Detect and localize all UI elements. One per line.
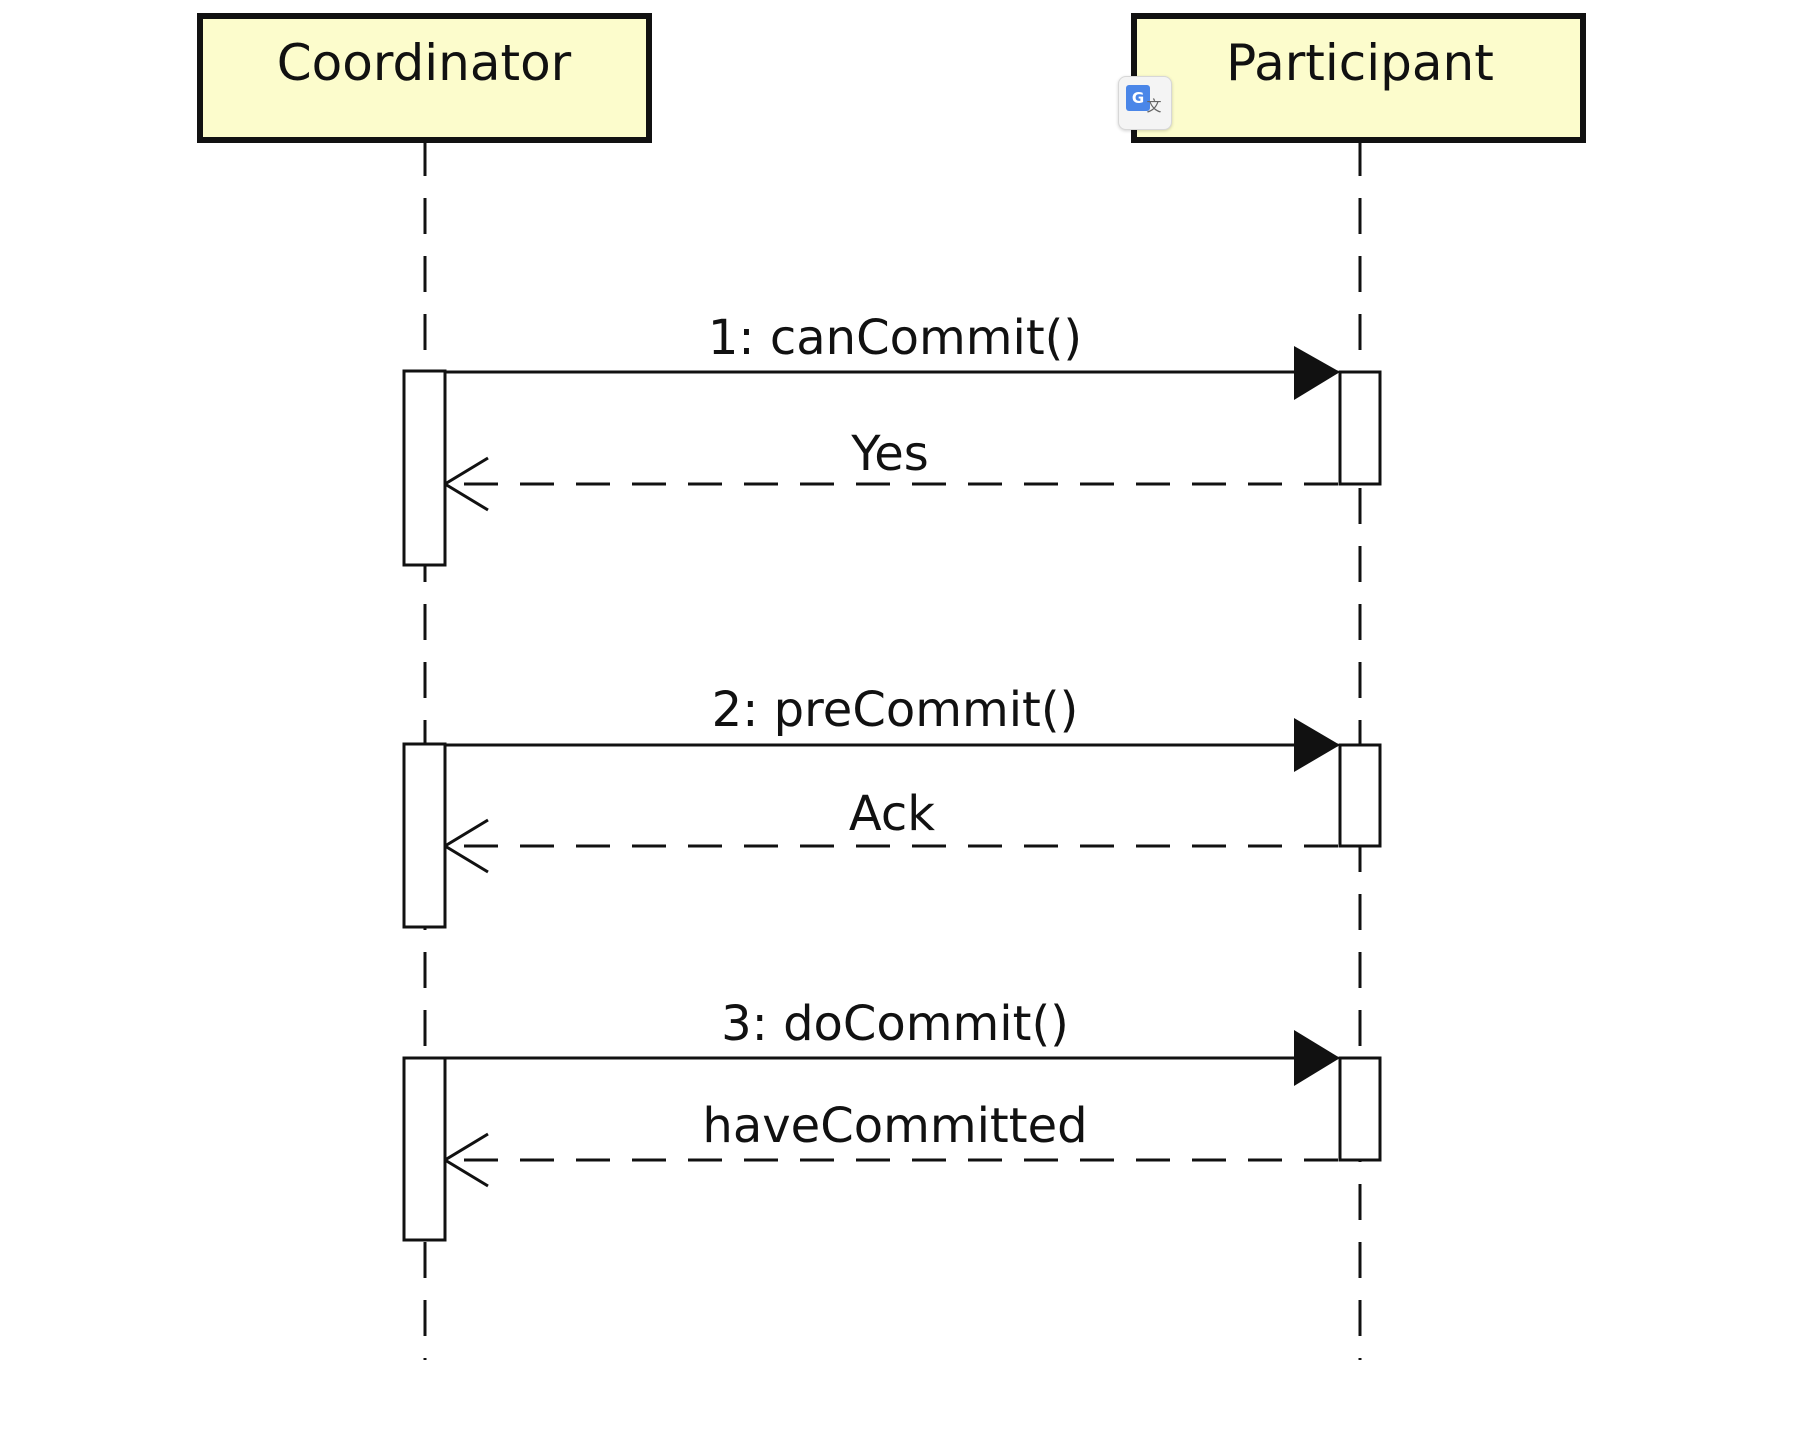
reply-1-label: Yes [850, 426, 928, 482]
message-3-label: 3: doCommit() [721, 996, 1069, 1052]
coordinator-activation-3 [402, 1056, 447, 1242]
message-1-arrowhead [1294, 346, 1340, 400]
reply-2-label: Ack [849, 786, 935, 842]
translate-zh-glyph: 文 [1146, 97, 1162, 115]
message-2-arrowhead [1294, 718, 1340, 772]
coordinator-box [197, 13, 652, 143]
google-translate-icon[interactable]: G 文 [1118, 76, 1172, 130]
participant-activation-1 [1338, 370, 1382, 486]
coordinator-activation-1 [402, 369, 447, 567]
message-1-cancommit: 1: canCommit() [445, 310, 1340, 400]
participant-label: Participant [1226, 34, 1494, 92]
message-1-label: 1: canCommit() [708, 310, 1082, 366]
message-3-arrowhead [1294, 1030, 1340, 1086]
coordinator-actor: Coordinator [197, 13, 652, 143]
message-3-docommit: 3: doCommit() [445, 996, 1340, 1086]
participant-box [1131, 13, 1586, 143]
participant-activation-2 [1338, 743, 1382, 848]
participant-activation-3 [1338, 1056, 1382, 1162]
message-2-label: 2: preCommit() [712, 682, 1079, 738]
reply-1-yes: Yes [442, 426, 1338, 512]
coordinator-activation-2 [402, 742, 447, 929]
participant-actor: Participant [1131, 13, 1586, 143]
reply-2-ack: Ack [442, 786, 1338, 874]
message-2-precommit: 2: preCommit() [445, 682, 1340, 772]
reply-3-label: haveCommitted [702, 1098, 1087, 1154]
reply-3-havecommitted: haveCommitted [442, 1098, 1338, 1188]
coordinator-label: Coordinator [277, 34, 572, 92]
translate-g-glyph: G [1126, 85, 1150, 111]
